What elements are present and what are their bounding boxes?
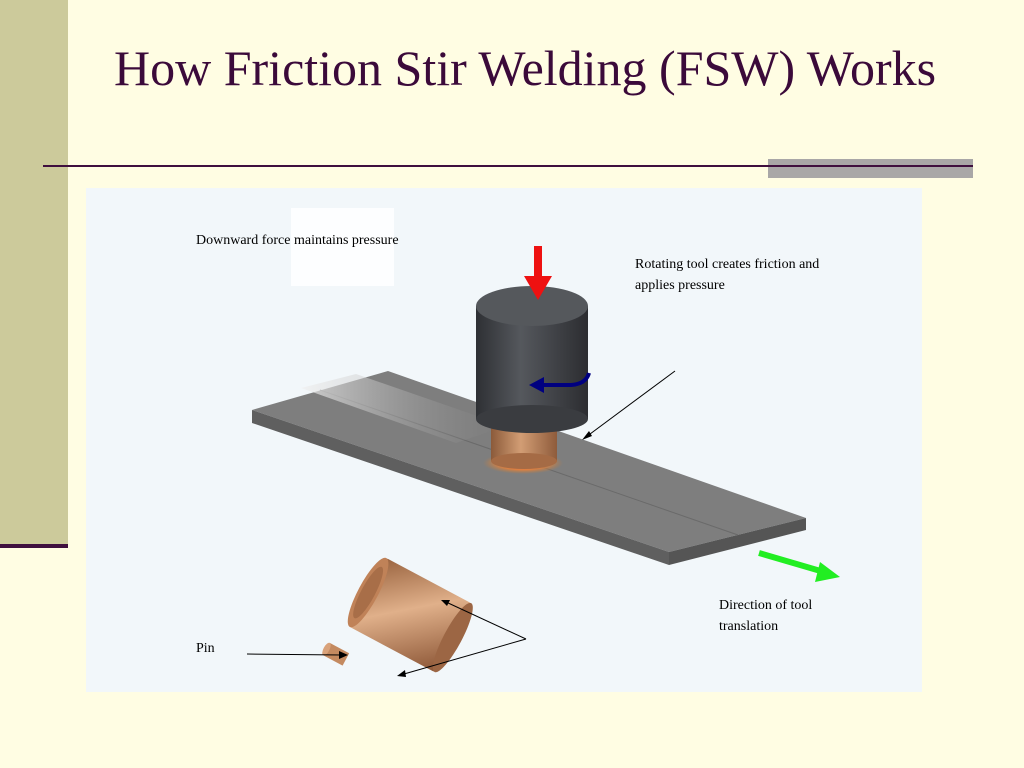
downward-force-label: Downward force maintains pressure bbox=[196, 233, 399, 248]
downward-force-arrow-icon bbox=[524, 246, 552, 300]
page-title: How Friction Stir Welding (FSW) Works bbox=[114, 40, 937, 96]
left-accent-underline bbox=[0, 544, 68, 548]
rotating-tool bbox=[476, 286, 588, 433]
rotation-arrow-icon bbox=[529, 372, 591, 393]
tool-pointer-arrow bbox=[582, 370, 676, 440]
direction-label: Direction of tool translation bbox=[719, 598, 813, 634]
pin-pointer-arrow bbox=[246, 651, 348, 659]
translation-arrow-icon bbox=[758, 550, 840, 582]
fsw-illustration bbox=[246, 208, 840, 677]
shoulder-pointer-arrows bbox=[397, 600, 527, 677]
rotating-tool-label: Rotating tool creates friction and appli… bbox=[635, 257, 820, 293]
tool-detail bbox=[322, 557, 473, 673]
fsw-diagram: Downward force maintains pressure Rotati… bbox=[86, 188, 922, 692]
left-accent-bar bbox=[0, 0, 68, 545]
ghost-patch bbox=[291, 208, 394, 286]
title-accent-block bbox=[768, 159, 973, 178]
pin-label: Pin bbox=[196, 641, 215, 656]
title-divider bbox=[43, 165, 973, 167]
